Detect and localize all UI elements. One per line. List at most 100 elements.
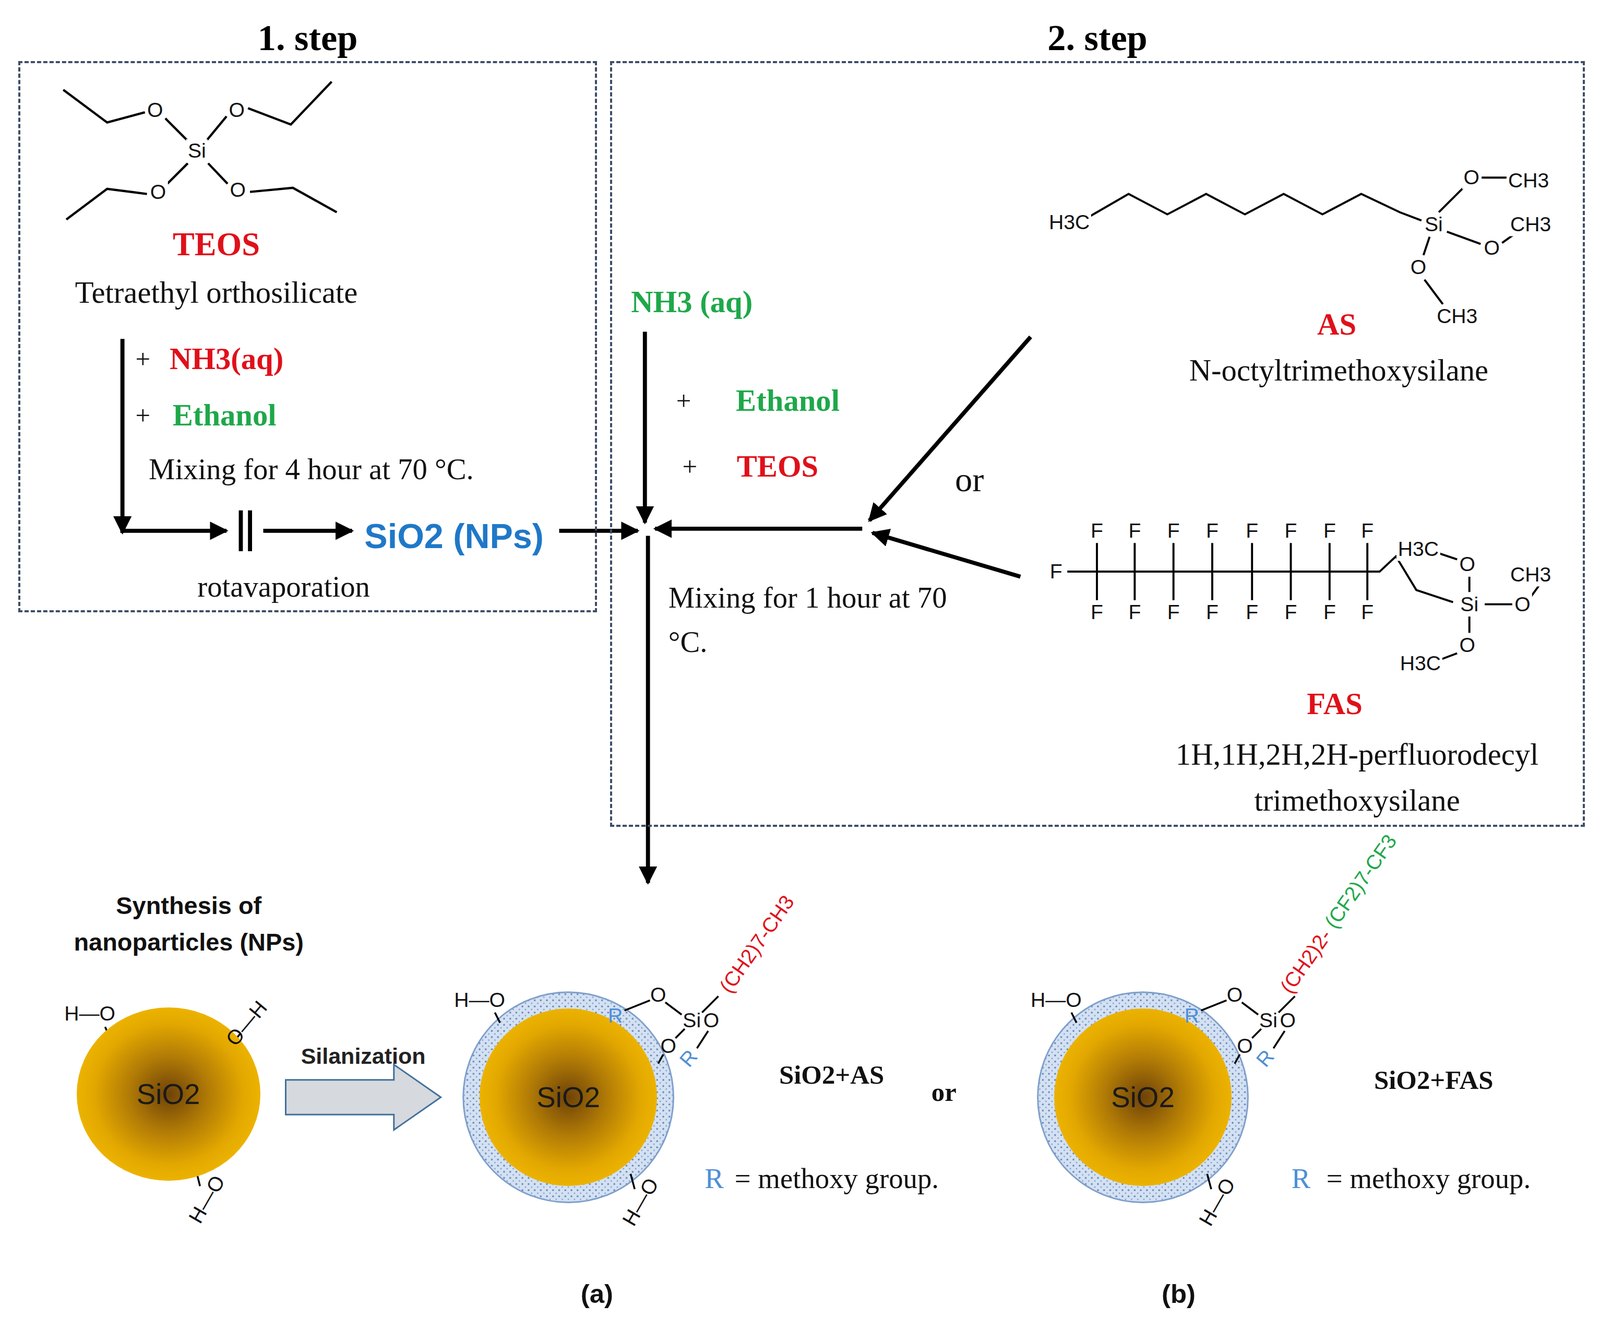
atom-label: O [228,177,247,202]
atom-label: CH3 [1508,562,1553,587]
flow-arrow [654,526,863,531]
flow-arrow [120,338,125,533]
atom-label: F [1283,518,1299,543]
hydroxyl-label: H—O [1030,988,1082,1012]
atom-label: F [1321,518,1338,543]
fas-structure [1096,542,1368,601]
teos-structure [247,81,332,125]
silane-bonds [665,1001,682,1014]
teos-structure [207,116,227,140]
sample-label: SiO2+AS [779,1059,885,1090]
flow-arrow [646,535,651,883]
atom-label: F [1244,600,1260,625]
atom-label: Si [682,1008,701,1033]
hydroxyl-label: H—O [454,988,506,1012]
fas-structure [1468,576,1471,592]
or-label: or [931,1076,957,1107]
block-arrow [285,1064,441,1130]
r-group: R [607,1003,623,1028]
step-heading: 1. step [20,16,595,59]
particle-label: SiO2 [536,1080,601,1114]
hydroxyl-label: H—O [1194,1174,1241,1231]
rotavaporation-symbol [239,510,244,552]
atom-label: F [1126,600,1143,625]
atom-label: O [1236,1034,1253,1058]
flow-arrow [872,532,1021,577]
teos-structure [63,89,145,123]
atom-label: O [1482,236,1502,260]
step-frame: 2. step [610,61,1585,827]
atom-label: O [1461,165,1481,190]
atom-label: O [1226,983,1243,1007]
as-structure [1423,236,1430,256]
edge-label: Silanization [301,1043,426,1069]
reagent-label: Ethanol [172,397,277,433]
atom-label: F [1165,518,1182,543]
legend-note: = methoxy group. [1326,1162,1531,1196]
flow-arrow [559,528,639,533]
rotavaporation-symbol [247,510,253,552]
atom-label: O [148,180,168,204]
panel-label: (a) [580,1278,614,1309]
atom-label: H3C [1396,536,1441,561]
as-structure [1089,177,1516,304]
condition-note: Mixing for 4 hour at 70 °C. [148,452,474,487]
silane-bonds [1071,1012,1077,1023]
silane-bonds [624,999,651,1011]
flow-arrow [120,528,227,533]
product-label: SiO2 (NPs) [364,515,544,556]
atom-label: Si [1423,212,1445,237]
r-group: R [1291,1162,1311,1196]
atom-label: CH3 [1508,212,1553,237]
fas-structure [1440,652,1458,660]
process-note: rotavaporation [197,569,370,604]
plus-sign: + [682,450,698,482]
atom-label: Si [1259,1008,1278,1033]
hydroxyl-label: H—O [617,1174,664,1231]
fluoro-chain: (CF2)7-CF3 [1320,830,1402,934]
reagent-label: NH3 (aq) [630,284,753,320]
atom-label: F [1089,600,1105,625]
panel-label: (b) [1161,1278,1196,1309]
flow-arrow [642,331,648,523]
legend-note: = methoxy group. [734,1162,939,1196]
atom-label: F [1244,518,1260,543]
as-structure [1481,176,1509,179]
atom-label: O [703,1008,720,1033]
sample-label: SiO2+FAS [1374,1064,1494,1095]
atom-label: F [1165,600,1182,625]
silane-bonds [494,1012,500,1023]
silane-bonds [630,1173,635,1189]
atom-label: H3C [1047,210,1092,235]
as-structure [1447,231,1482,244]
fas-structure [1468,616,1471,633]
reagent-label: Ethanol [735,383,840,419]
nanoparticle-core: SiO2 [479,1008,658,1186]
atom-label: O [660,1034,677,1058]
as-structure [1089,194,1422,221]
particle-label: SiO2 [136,1077,201,1111]
atom-label: F [1204,518,1221,543]
alkyl-chain: (CH2)7-CH3 [714,890,799,998]
teos-structure [63,81,337,220]
atom-label: Si [186,139,208,163]
atom-label: F [1359,518,1376,543]
atom-label: O [1458,633,1477,657]
compound-name: N-octyltrimethoxysilane [1189,352,1489,388]
atom-label: CH3 [1435,304,1479,329]
r-group: R [1184,1003,1200,1028]
step-heading: 2. step [612,16,1583,59]
atom-label: F [1048,559,1065,584]
atom-label: Si [1458,592,1480,616]
teos-structure [66,188,147,220]
atom-label: F [1126,518,1143,543]
plus-sign: + [676,385,692,416]
as-structure [1438,187,1464,213]
teos-structure [167,163,188,184]
r-group: R [675,1044,703,1072]
reagent-label: TEOS [736,448,819,484]
flow-arrow [869,336,1031,521]
r-group: R [704,1162,724,1196]
fas-structure [1484,603,1513,606]
fas-structure [1067,556,1453,603]
